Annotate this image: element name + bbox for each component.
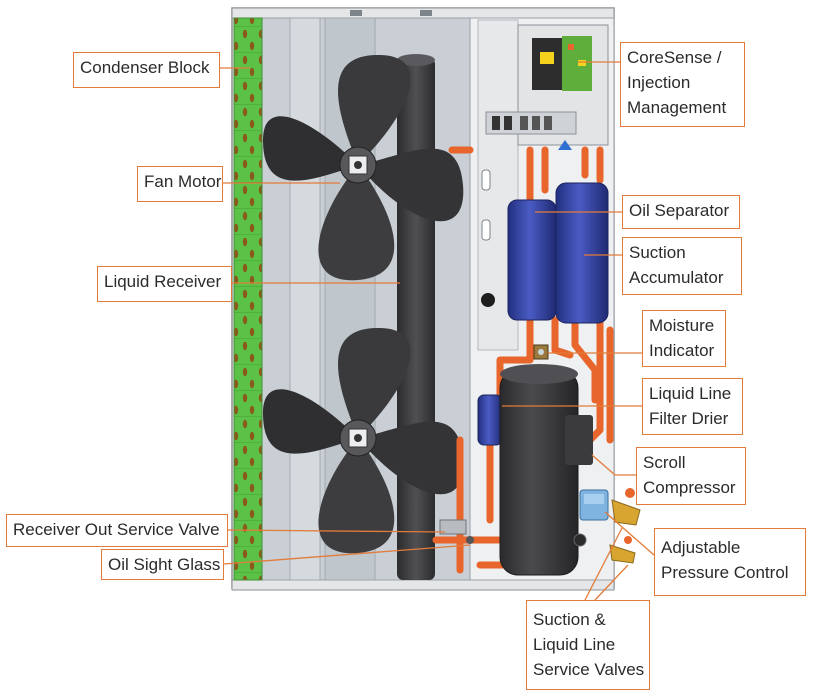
label-service-valves-line3: Service Valves	[533, 660, 645, 679]
label-oil-separator-text: Oil Separator	[629, 201, 730, 220]
label-service-valves-line2: Liquid Line	[533, 635, 616, 654]
label-receiver-out-service-valve-text: Receiver Out Service Valve	[13, 520, 220, 539]
label-fan-motor-text: Fan Motor	[144, 172, 222, 191]
label-suction-accumulator-line2: Accumulator	[629, 268, 724, 287]
receiver-out-service-valve	[439, 519, 474, 544]
service-valves	[609, 488, 641, 564]
label-adjustable-pressure-line1: Adjustable	[661, 538, 741, 557]
label-service-valves-line1: Suction &	[533, 610, 606, 629]
leader-pressure-control	[604, 511, 655, 556]
leader-receiver-out	[227, 529, 446, 533]
label-condenser-block-text: Condenser Block	[80, 58, 210, 77]
label-suction-accumulator-line1: Suction	[629, 243, 686, 262]
label-condenser-block: Condenser Block	[73, 52, 220, 88]
leader-lines	[220, 61, 655, 601]
oil-sight-glass	[573, 533, 587, 547]
label-moisture-indicator-line1: Moisture	[649, 316, 715, 335]
suction-accumulator	[555, 182, 609, 324]
label-oil-sight-glass-text: Oil Sight Glass	[108, 555, 221, 574]
leader-scroll-compressor	[591, 454, 640, 476]
label-receiver-out-service-valve: Receiver Out Service Valve	[6, 514, 228, 547]
label-oil-separator: Oil Separator	[622, 195, 740, 229]
label-scroll-compressor: Scroll Compressor	[636, 447, 746, 505]
label-liquid-receiver: Liquid Receiver	[97, 266, 232, 302]
label-suction-accumulator: Suction Accumulator	[622, 237, 742, 295]
label-coresense-line3: Management	[627, 98, 727, 117]
scroll-compressor	[499, 364, 593, 576]
liquid-line-filter-drier	[477, 394, 503, 446]
label-coresense-line1: CoreSense /	[627, 48, 722, 67]
label-coresense-line2: Injection	[627, 73, 691, 92]
fan-upper	[263, 55, 464, 281]
moisture-indicator	[533, 344, 549, 360]
label-fan-motor: Fan Motor	[137, 166, 223, 202]
label-oil-sight-glass: Oil Sight Glass	[101, 549, 224, 580]
adjustable-pressure-control	[579, 489, 609, 521]
fan-lower	[263, 328, 464, 554]
label-adjustable-pressure-line2: Pressure Control	[661, 563, 789, 582]
liquid-receiver	[397, 54, 435, 580]
label-adjustable-pressure-control: Adjustable Pressure Control	[654, 528, 806, 596]
coresense-controller	[485, 24, 609, 150]
label-liquid-receiver-text: Liquid Receiver	[104, 272, 222, 291]
label-coresense: CoreSense / Injection Management	[620, 42, 745, 127]
label-scroll-compressor-line1: Scroll	[643, 453, 686, 472]
label-filter-drier-line2: Filter Drier	[649, 409, 729, 428]
leader-service-valve-a	[584, 527, 623, 601]
label-service-valves: Suction & Liquid Line Service Valves	[526, 600, 650, 690]
label-moisture-indicator: Moisture Indicator	[642, 310, 726, 367]
label-moisture-indicator-line2: Indicator	[649, 341, 715, 360]
leader-oil-sight-glass	[223, 544, 471, 565]
label-filter-drier-line1: Liquid Line	[649, 384, 732, 403]
leader-service-valve-b	[594, 564, 629, 601]
condenser-block	[233, 17, 263, 581]
label-liquid-line-filter-drier: Liquid Line Filter Drier	[642, 378, 743, 435]
label-scroll-compressor-line2: Compressor	[643, 478, 736, 497]
oil-separator	[507, 199, 557, 321]
copper-piping	[432, 146, 614, 574]
